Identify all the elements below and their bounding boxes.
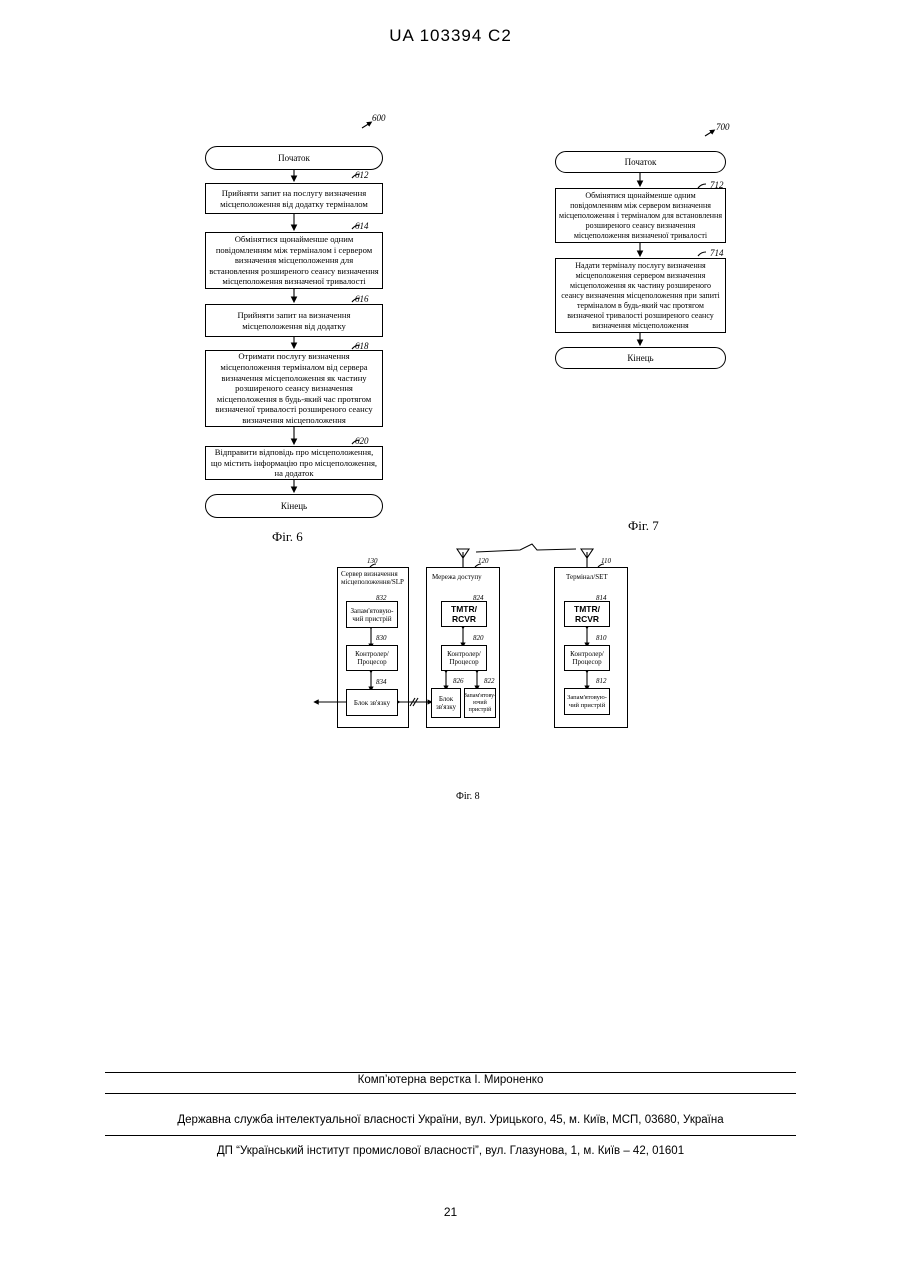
server-memory-box: Запам'ятовую-чий пристрій — [346, 601, 398, 628]
server-comm-ref: 834 — [376, 678, 387, 686]
footer-layout-credit: Комп’ютерна верстка І. Мироненко — [0, 1074, 901, 1086]
fig7-end-terminal: Кінець — [555, 347, 726, 369]
fig6-step-ref: 620 — [355, 436, 369, 446]
fig6-step-ref: 616 — [355, 294, 369, 304]
network-controller-box: Контролер/ Процесор — [441, 645, 487, 671]
terminal-tmtr-box: TMTR/ RCVR — [564, 601, 610, 627]
fig6-end-terminal: Кінець — [205, 494, 383, 518]
footer-institute-address: ДП “Український інститут промислової вла… — [0, 1145, 901, 1157]
fig6-ref: 600 — [372, 113, 386, 123]
fig6-step-box: Отримати послугу визначення місцеположен… — [205, 350, 383, 427]
server-controller-ref: 830 — [376, 634, 387, 642]
server-controller-box: Контролер/ Процесор — [346, 645, 398, 671]
network-tmtr-box: TMTR/ RCVR — [441, 601, 487, 627]
fig6-step-box: Відправити відповідь про місцеположення,… — [205, 446, 383, 480]
fig7-step-box: Надати терміналу послугу визначення місц… — [555, 258, 726, 333]
page-number: 21 — [0, 1205, 901, 1219]
network-comm-box: Блок зв'язку — [431, 688, 461, 718]
terminal-controller-box: Контролер/ Процесор — [564, 645, 610, 671]
footer-rule-top — [105, 1072, 796, 1073]
network-ref: 120 — [478, 557, 489, 565]
footer-rule-bottom — [105, 1135, 796, 1136]
network-comm-ref: 826 — [453, 677, 464, 685]
fig7-ref: 700 — [716, 122, 730, 132]
terminal-ref: 110 — [601, 557, 611, 565]
fig6-step-box: Обмінятися щонайменше одним повідомлення… — [205, 232, 383, 289]
fig7-caption: Фіг. 7 — [628, 518, 659, 534]
fig6-caption: Фіг. 6 — [272, 529, 303, 545]
fig8-caption: Фіг. 8 — [456, 791, 480, 802]
fig6-step-ref: 612 — [355, 170, 369, 180]
footer-agency-address: Державна служба інтелектуальної власност… — [0, 1114, 901, 1126]
terminal-memory-box: Запам'ятовую-чий пристрій — [564, 688, 610, 715]
network-controller-ref: 820 — [473, 634, 484, 642]
footer-rule-middle — [105, 1093, 796, 1094]
terminal-memory-ref: 812 — [596, 677, 607, 685]
server-title: Сервер визначення місцеположення/SLP — [341, 570, 407, 586]
terminal-title: Термінал/SET — [566, 573, 608, 581]
network-title: Мережа доступу — [432, 573, 482, 581]
server-comm-box: Блок зв'язку — [346, 689, 398, 716]
fig6-step-box: Прийняти запит на визначення місцеположе… — [205, 304, 383, 337]
terminal-controller-ref: 810 — [596, 634, 607, 642]
fig7-start-terminal: Початок — [555, 151, 726, 173]
network-memory-ref: 822 — [484, 677, 495, 685]
fig6-start-terminal: Початок — [205, 146, 383, 170]
fig6-step-ref: 614 — [355, 221, 369, 231]
network-memory-box: Запам'ятову-ючий пристрій — [464, 688, 496, 718]
fig6-step-box: Прийняти запит на послугу визначення міс… — [205, 183, 383, 214]
fig7-step-box: Обмінятися щонайменше одним повідомлення… — [555, 188, 726, 243]
server-ref: 130 — [367, 557, 378, 565]
fig7-step-ref: 714 — [710, 248, 724, 258]
